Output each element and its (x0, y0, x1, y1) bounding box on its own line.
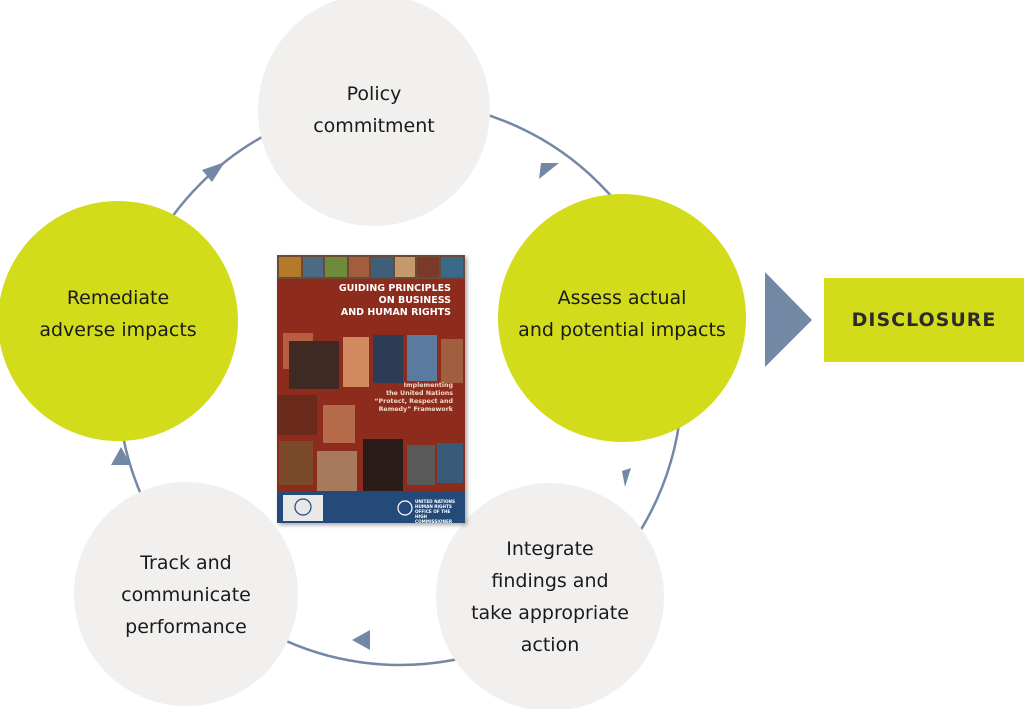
node-assess-circle (498, 194, 746, 442)
node-track-label: Track and communicate performance (121, 552, 251, 638)
node-remediate-circle (0, 201, 238, 441)
ring-arrow-icon (539, 163, 559, 179)
guiding-principles-cover: GUIDING PRINCIPLES ON BUSINESS AND HUMAN… (277, 255, 465, 523)
cover-org-label: UNITED NATIONS HUMAN RIGHTS OFFICE OF TH… (415, 499, 456, 523)
node-track-circle (74, 482, 298, 706)
node-policy-label: Policy commitment (313, 83, 435, 137)
node-integrate-circle (436, 483, 664, 709)
ring-arrow-icon (202, 162, 225, 182)
cover-title: GUIDING PRINCIPLES ON BUSINESS AND HUMAN… (338, 283, 451, 318)
cover-subtitle: Implementing the United Nations “Protect… (374, 382, 453, 413)
node-assess-label: Assess actual and potential impacts (518, 287, 726, 341)
node-remediate-label: Remediate adverse impacts (39, 287, 197, 341)
disclosure-label: DISCLOSURE (851, 309, 997, 331)
cover-photo-collage-icon (277, 255, 465, 523)
node-policy-circle (258, 0, 490, 226)
ring-arrow-icon (352, 630, 370, 650)
disclosure-box: DISCLOSURE (824, 278, 1024, 362)
disclosure-arrow-icon (765, 272, 812, 367)
node-integrate-label: Integrate findings and take appropriate … (471, 538, 629, 656)
ring-arrow-icon (111, 447, 131, 465)
ring-arrow-icon (622, 468, 631, 487)
